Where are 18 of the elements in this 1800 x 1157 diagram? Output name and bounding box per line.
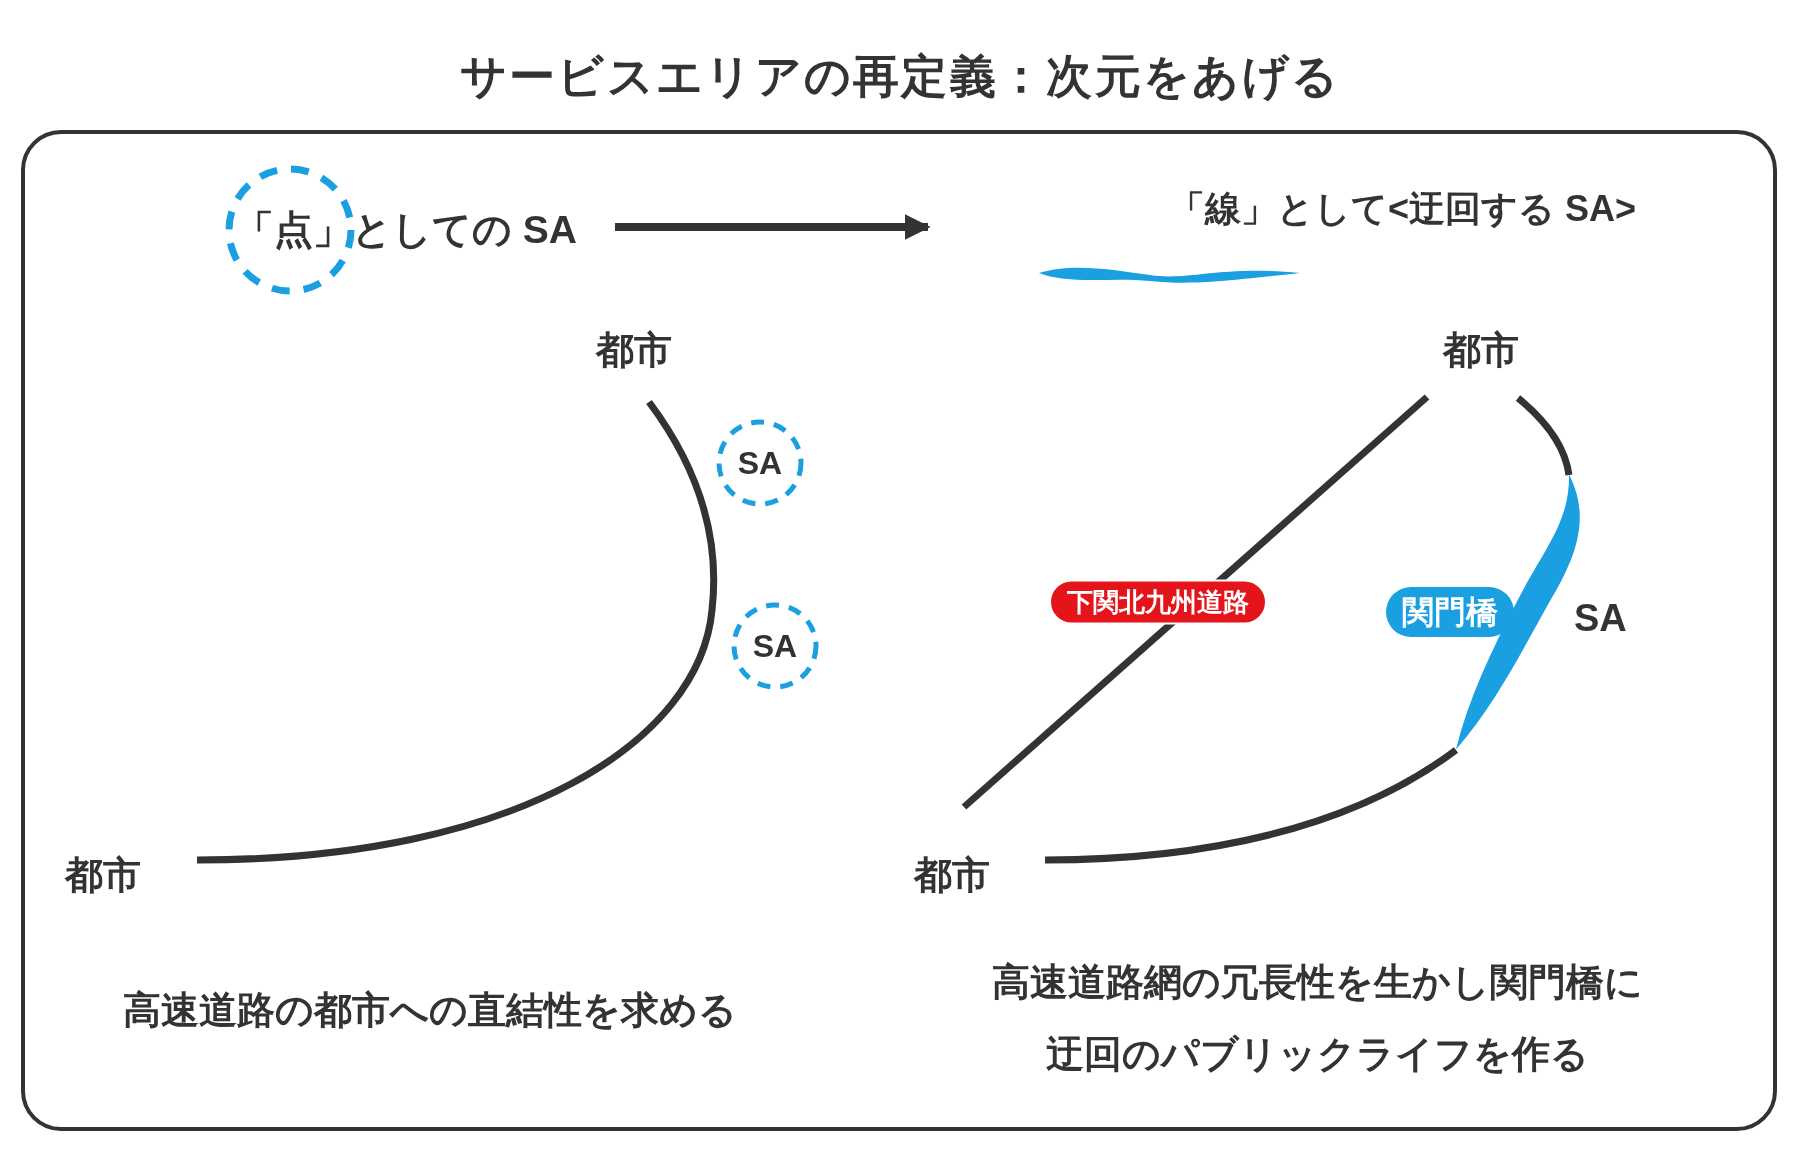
bridge-label: 関門橋 — [1386, 587, 1514, 637]
road-line — [196, 399, 718, 864]
road-line — [1044, 747, 1458, 864]
caption-text: 高速道路の都市への直結性を求める — [123, 987, 737, 1033]
heading-text: 「線」として<迂回する SA> — [930, 180, 1640, 290]
city-label: 都市 — [1443, 321, 1519, 379]
heading-text: 「点」としての SA — [225, 165, 805, 295]
caption-text: 高速道路網の冗長性を生かし関門橋に迂回のパブリックライフを作る — [991, 959, 1645, 1077]
road-line — [961, 394, 1430, 810]
sa-circle: SA — [729, 600, 821, 692]
city-label: 都市 — [596, 321, 672, 379]
city-label: 都市 — [65, 846, 141, 904]
sa-circle: SA — [714, 417, 806, 509]
title: サービスエリアの再定義：次元をあげる — [459, 49, 1341, 104]
road-name-label: 下関北九州道路 — [1048, 579, 1267, 625]
sa-label: SA — [1574, 595, 1627, 641]
city-label: 都市 — [914, 846, 990, 904]
road-line — [1515, 395, 1573, 476]
